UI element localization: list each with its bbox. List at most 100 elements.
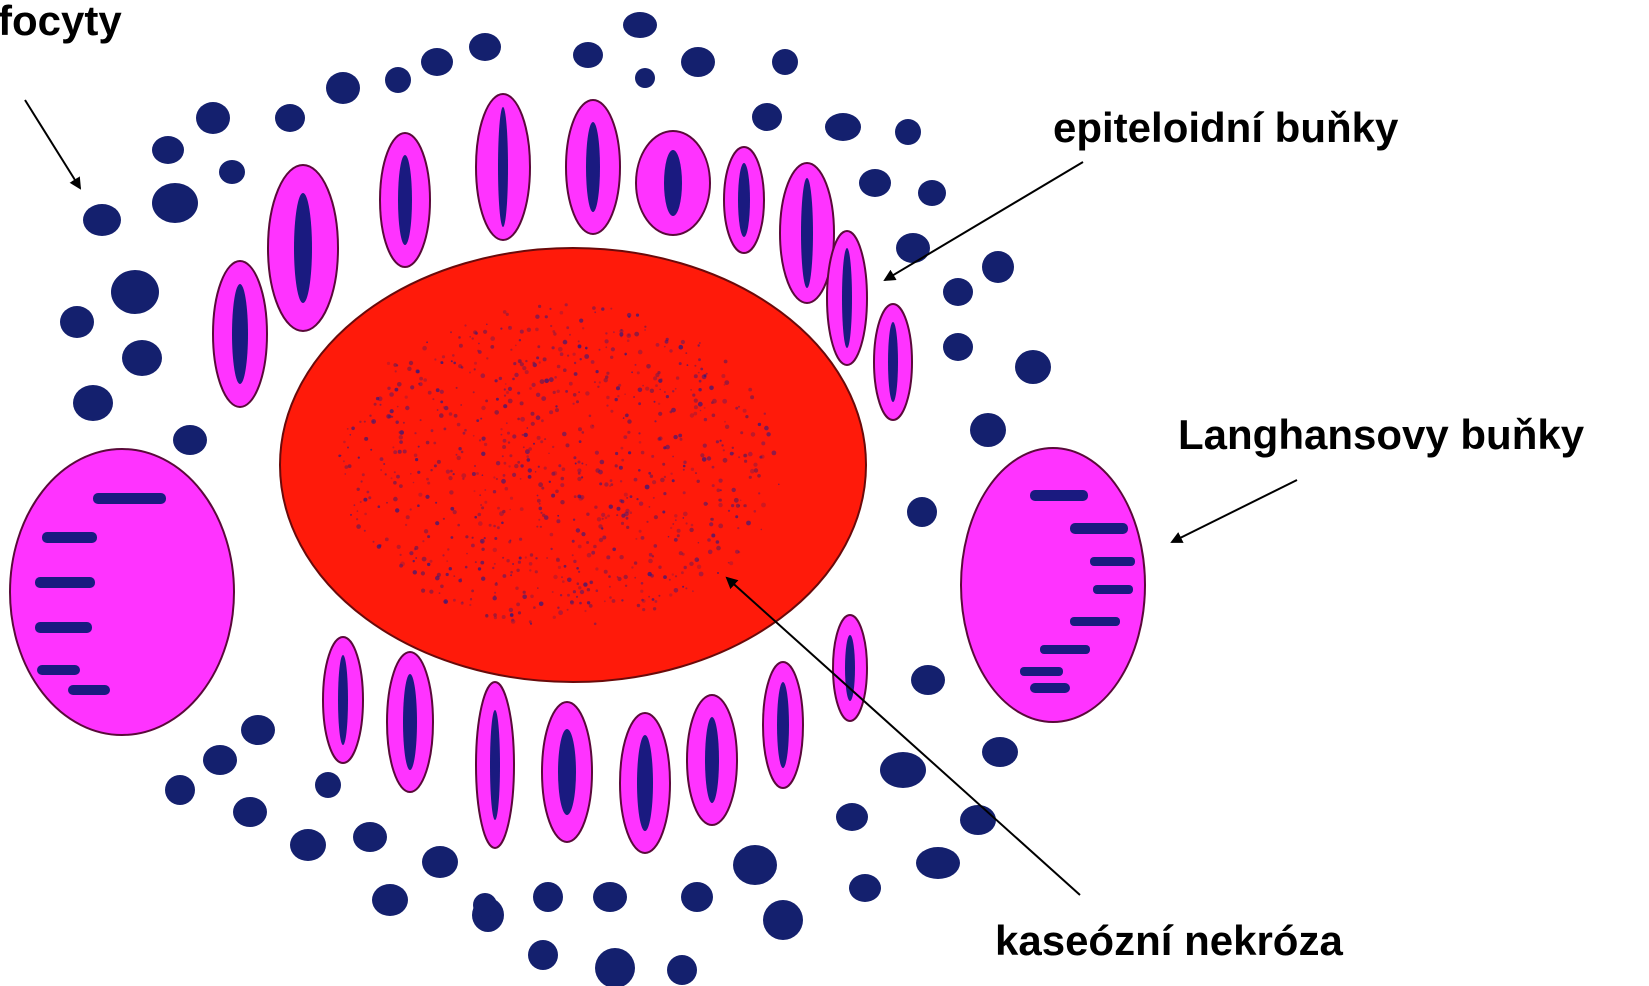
speckle (683, 512, 688, 517)
speckle (522, 366, 526, 370)
speckle (555, 408, 559, 412)
speckle (694, 399, 698, 403)
speckle (424, 529, 428, 533)
speckle (520, 401, 524, 405)
speckle (694, 365, 696, 367)
speckle (538, 482, 543, 487)
lymphocyte (422, 846, 458, 878)
speckle (646, 521, 648, 523)
speckle (596, 589, 599, 592)
speckle (544, 379, 549, 384)
speckle (506, 559, 509, 562)
speckle (664, 391, 666, 393)
speckle (484, 489, 486, 491)
speckle (484, 537, 486, 539)
speckle (594, 381, 596, 383)
speckle (639, 530, 642, 533)
speckle (399, 431, 402, 434)
epithelioid-cell (323, 637, 363, 763)
speckle (451, 360, 453, 362)
speckle (597, 386, 599, 388)
speckle (579, 602, 582, 605)
speckle (529, 569, 531, 571)
epithelioid-cell (724, 147, 764, 253)
speckle (619, 466, 623, 470)
speckle (417, 471, 420, 474)
speckle (594, 506, 597, 509)
speckle (553, 471, 558, 476)
speckle (578, 472, 581, 475)
speckle (608, 575, 611, 578)
lymphocyte (943, 278, 973, 306)
speckle (516, 603, 520, 607)
speckle (751, 432, 756, 437)
speckle (553, 575, 557, 579)
lymphocyte (111, 270, 159, 314)
speckle (516, 569, 519, 572)
speckle (702, 457, 707, 462)
speckle (427, 563, 430, 566)
speckle (484, 501, 487, 504)
speckle (507, 432, 510, 435)
speckle (607, 515, 610, 518)
speckle (558, 464, 561, 467)
speckle (466, 553, 468, 555)
speckle (347, 447, 349, 449)
speckle (578, 461, 581, 464)
speckle (461, 451, 464, 454)
speckle (441, 361, 444, 364)
speckle (580, 358, 582, 360)
speckle (400, 562, 405, 567)
speckle (606, 396, 609, 399)
speckle (706, 503, 708, 505)
speckle (570, 601, 574, 605)
speckle (478, 567, 481, 570)
speckle (599, 349, 601, 351)
speckle (474, 362, 477, 365)
speckle (504, 388, 506, 390)
speckle (596, 370, 599, 373)
speckle (675, 388, 677, 390)
lymphocyte (681, 47, 715, 77)
speckle (699, 380, 702, 383)
speckle (687, 364, 689, 366)
speckle (746, 521, 751, 526)
speckle (369, 415, 371, 417)
speckle (625, 354, 627, 356)
speckle (610, 308, 612, 310)
speckle (501, 479, 506, 484)
speckle (653, 607, 656, 610)
epithelioid-cell (476, 94, 530, 240)
speckle (510, 571, 513, 574)
speckle (529, 562, 533, 566)
speckle (391, 416, 393, 418)
speckle (698, 388, 701, 391)
speckle (385, 473, 387, 475)
speckle (557, 515, 559, 517)
speckle (584, 354, 589, 359)
speckle (616, 386, 620, 390)
speckle (537, 587, 539, 589)
speckle (448, 476, 452, 480)
speckle (481, 452, 485, 456)
lymphocyte (896, 233, 930, 263)
speckle (623, 435, 627, 439)
speckle (724, 421, 726, 423)
speckle (364, 513, 367, 516)
speckle (393, 481, 397, 485)
speckle (686, 522, 688, 524)
speckle (420, 419, 422, 421)
speckle (757, 474, 761, 478)
speckle (493, 548, 497, 552)
speckle (520, 507, 524, 511)
speckle (717, 572, 719, 574)
speckle (510, 497, 513, 500)
speckle (473, 435, 475, 437)
speckle (540, 440, 543, 443)
speckle (564, 565, 567, 568)
speckle (517, 461, 520, 464)
speckle (469, 336, 471, 338)
speckle (442, 554, 444, 556)
speckle (543, 357, 547, 361)
speckle (525, 556, 527, 558)
